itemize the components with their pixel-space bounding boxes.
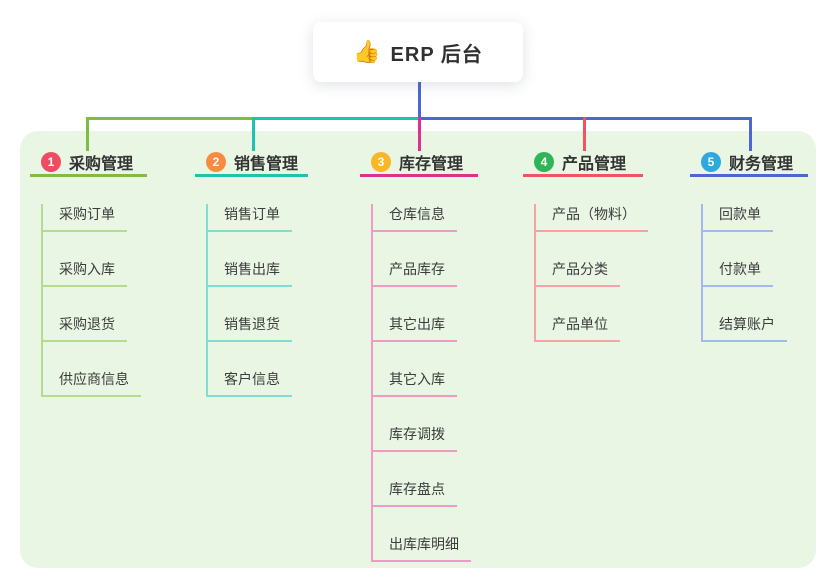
branch-children: 产品（物料） 产品分类 产品单位 xyxy=(534,204,648,342)
branch-topic-finance[interactable]: 5 财务管理 xyxy=(690,150,808,174)
node-receipt-bill[interactable]: 回款单 xyxy=(703,204,773,232)
root-node[interactable]: 👍 ERP 后台 xyxy=(313,22,523,82)
branch-label: 销售管理 xyxy=(234,156,299,173)
node-product-material[interactable]: 产品（物料） xyxy=(536,204,648,232)
node-purchase-return[interactable]: 采购退货 xyxy=(43,314,127,342)
node-warehouse-info[interactable]: 仓库信息 xyxy=(373,204,457,232)
branch-underline xyxy=(523,174,643,177)
node-purchase-order[interactable]: 采购订单 xyxy=(43,204,127,232)
node-purchase-inbound[interactable]: 采购入库 xyxy=(43,259,127,287)
branch-sales: 2 销售管理 销售订单 销售出库 销售退货 客户信息 xyxy=(195,150,308,397)
badge-1: 1 xyxy=(41,152,61,172)
badge-3: 3 xyxy=(371,152,391,172)
badge-5: 5 xyxy=(701,152,721,172)
branch-underline xyxy=(30,174,147,177)
node-other-inbound[interactable]: 其它入库 xyxy=(373,369,457,397)
branch-underline xyxy=(690,174,808,177)
branch-product: 4 产品管理 产品（物料） 产品分类 产品单位 xyxy=(523,150,648,342)
branch-topic-inventory[interactable]: 3 库存管理 xyxy=(360,150,478,174)
branch-finance: 5 财务管理 回款单 付款单 结算账户 xyxy=(690,150,808,342)
node-customer-info[interactable]: 客户信息 xyxy=(208,369,292,397)
badge-2: 2 xyxy=(206,152,226,172)
node-product-category[interactable]: 产品分类 xyxy=(536,259,620,287)
node-product-unit[interactable]: 产品单位 xyxy=(536,314,620,342)
node-settlement-account[interactable]: 结算账户 xyxy=(703,314,787,342)
node-sales-outbound[interactable]: 销售出库 xyxy=(208,259,292,287)
branch-label: 库存管理 xyxy=(399,156,464,173)
branch-label: 产品管理 xyxy=(562,156,627,173)
node-payment-bill[interactable]: 付款单 xyxy=(703,259,773,287)
branch-topic-purchase[interactable]: 1 采购管理 xyxy=(30,150,147,174)
branch-underline xyxy=(195,174,308,177)
node-outbound-detail[interactable]: 出库库明细 xyxy=(373,534,471,562)
node-sales-order[interactable]: 销售订单 xyxy=(208,204,292,232)
node-stock-check[interactable]: 库存盘点 xyxy=(373,479,457,507)
node-other-outbound[interactable]: 其它出库 xyxy=(373,314,457,342)
branch-children: 仓库信息 产品库存 其它出库 其它入库 库存调拨 库存盘点 出库库明细 xyxy=(371,204,471,562)
branch-children: 回款单 付款单 结算账户 xyxy=(701,204,787,342)
branch-label: 采购管理 xyxy=(69,156,134,173)
branch-inventory: 3 库存管理 仓库信息 产品库存 其它出库 其它入库 库存调拨 库存盘点 出库库… xyxy=(360,150,478,562)
branch-topic-product[interactable]: 4 产品管理 xyxy=(523,150,643,174)
root-title: ERP 后台 xyxy=(390,43,483,66)
branch-purchase: 1 采购管理 采购订单 采购入库 采购退货 供应商信息 xyxy=(30,150,147,397)
node-supplier-info[interactable]: 供应商信息 xyxy=(43,369,141,397)
branch-children: 销售订单 销售出库 销售退货 客户信息 xyxy=(206,204,292,397)
node-product-stock[interactable]: 产品库存 xyxy=(373,259,457,287)
branch-label: 财务管理 xyxy=(729,156,794,173)
node-sales-return[interactable]: 销售退货 xyxy=(208,314,292,342)
thumbs-up-icon: 👍 xyxy=(353,39,381,64)
node-stock-transfer[interactable]: 库存调拨 xyxy=(373,424,457,452)
badge-4: 4 xyxy=(534,152,554,172)
branch-children: 采购订单 采购入库 采购退货 供应商信息 xyxy=(41,204,141,397)
mindmap-panel xyxy=(20,131,816,568)
branch-topic-sales[interactable]: 2 销售管理 xyxy=(195,150,308,174)
branch-underline xyxy=(360,174,478,177)
